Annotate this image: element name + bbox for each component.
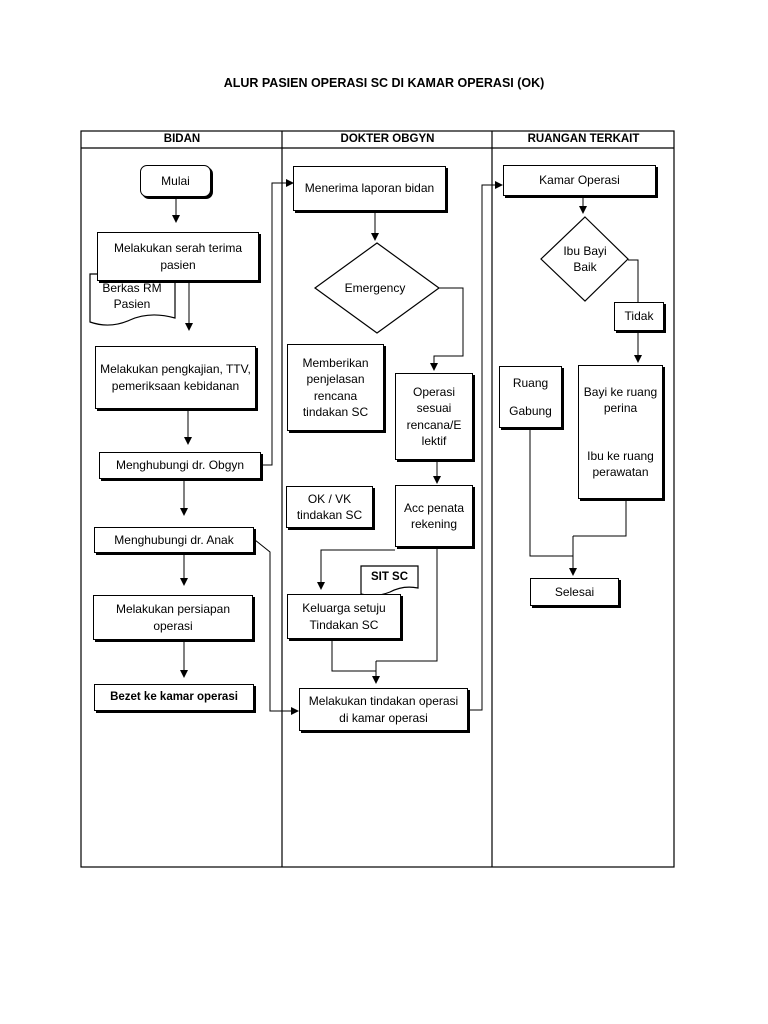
end-node: Selesai — [530, 578, 619, 606]
swimlane-frame — [80, 130, 675, 868]
operasi-sesuai-node: Operasi sesuai rencana/E lektif — [395, 373, 473, 460]
kamar-operasi-node: Kamar Operasi — [503, 165, 656, 196]
ruang-label: Ruang — [512, 375, 549, 390]
emergency-diamond — [313, 242, 441, 334]
persiapan-operasi-node: Melakukan persiapan operasi — [93, 595, 253, 640]
gabung-label: Gabung — [509, 403, 552, 418]
page-title: ALUR PASIEN OPERASI SC DI KAMAR OPERASI … — [223, 76, 545, 90]
ok-vk-node: OK / VK tindakan SC — [286, 486, 373, 528]
acc-penata-node: Acc penata rekening — [395, 485, 473, 547]
tindakan-operasi-node: Melakukan tindakan operasi di kamar oper… — [299, 688, 468, 731]
start-node: Mulai — [140, 165, 211, 197]
tidak-node: Tidak — [614, 302, 664, 331]
penjelasan-node: Memberikan penjelasan rencana tindakan S… — [287, 344, 384, 431]
ibu-ke-perawatan-label: Ibu ke ruang perawatan — [587, 448, 654, 479]
pengkajian-node: Melakukan pengkajian, TTV, pemeriksaan k… — [95, 346, 256, 409]
lane-header-bidan: BIDAN — [163, 133, 201, 145]
ibu-bayi-baik-label: Ibu Bayi Baik — [563, 243, 607, 274]
berkas-rm-label: Berkas RM Pasien — [102, 280, 162, 311]
ibu-bayi-baik-diamond — [540, 216, 629, 302]
menerima-laporan-node: Menerima laporan bidan — [293, 166, 446, 211]
hubungi-obgyn-node: Menghubungi dr. Obgyn — [99, 452, 261, 479]
bayi-ibu-node: Bayi ke ruang perina Ibu ke ruang perawa… — [578, 365, 663, 499]
lane-header-dokter-obgyn: DOKTER OBGYN — [340, 133, 435, 145]
sit-sc-label: SIT SC — [370, 571, 409, 584]
emergency-label: Emergency — [344, 280, 406, 295]
keluarga-setuju-node: Keluarga setuju Tindakan SC — [287, 594, 401, 639]
lane-header-ruangan-terkait: RUANGAN TERKAIT — [527, 133, 640, 145]
ruang-gabung-node: Ruang Gabung — [499, 366, 562, 428]
serah-terima-node: Melakukan serah terima pasien — [97, 232, 259, 281]
bayi-ke-perina-label: Bayi ke ruang perina — [583, 384, 658, 415]
hubungi-anak-node: Menghubungi dr. Anak — [94, 527, 254, 553]
berkas-rm-document — [89, 273, 176, 326]
bezet-node: Bezet ke kamar operasi — [94, 684, 254, 711]
